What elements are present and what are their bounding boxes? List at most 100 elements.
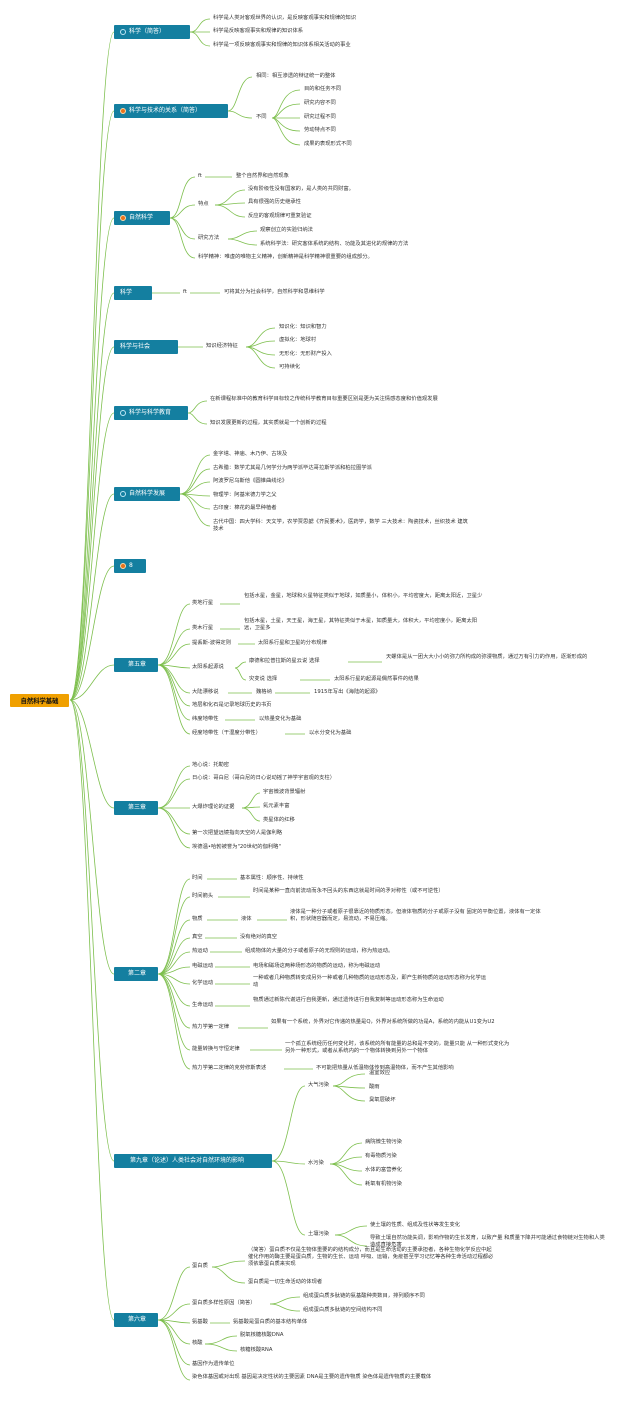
leaf: 水污染 xyxy=(308,1160,324,1166)
leaf: 氦元素丰富 xyxy=(263,803,290,809)
leaf: 大气污染 xyxy=(308,1082,330,1088)
leaf: 氨基酸是蛋白质的基本结构单体 xyxy=(233,1319,308,1325)
leaf: 魏格纳 xyxy=(256,689,272,695)
topic-8[interactable]: 8 xyxy=(114,559,146,573)
topic-chapter-2[interactable]: 第二章 xyxy=(114,967,158,981)
topic-chapter-3[interactable]: 第三章 xyxy=(114,801,158,815)
leaf: 蛋白质多样性原因（简答） xyxy=(192,1300,256,1306)
leaf: 化学运动 xyxy=(192,980,214,986)
leaf: 水体的富营养化 xyxy=(365,1167,403,1173)
leaf: 系统科学法：研究客体系统的结构、功能及其进化的规律的方法 xyxy=(260,241,409,247)
topic-sci-tech[interactable]: 科学与技术的关系（简答） xyxy=(114,104,228,118)
topic-title: 自然科学发展 xyxy=(129,490,166,497)
leaf: 导致土壤自然功能失调，影响作物的生长发育，以致产量 和质量下降并可能通过食物链对… xyxy=(370,1235,605,1248)
topic-science[interactable]: 科学（简答） xyxy=(114,25,190,39)
orange-dot-icon xyxy=(120,563,126,569)
leaf: 目的和任务不同 xyxy=(304,86,342,92)
leaf: 不同 xyxy=(256,114,267,120)
topic-science-society[interactable]: 科学与社会 xyxy=(114,340,178,354)
topic-title: 第二章 xyxy=(128,970,147,977)
leaf: 类星体的红移 xyxy=(263,817,295,823)
leaf: 特点 xyxy=(198,201,209,207)
orange-dot-icon xyxy=(120,108,126,114)
leaf: 没有阶级性没有国家的，是人类的共同财富。 xyxy=(248,186,354,192)
topic-science-education[interactable]: 科学与科学教育 xyxy=(114,406,188,420)
topic-title: 科学 xyxy=(120,289,133,296)
leaf: 耗氧有机物污染 xyxy=(365,1181,403,1187)
leaf: 古希腊：数学尤其是几何学分为两学派毕达哥拉斯学派和柏拉图学派 xyxy=(213,465,372,471)
root-node[interactable]: 自然科学基础 xyxy=(10,694,69,707)
leaf: 无形化：无形财产投入 xyxy=(279,351,332,357)
leaf: 土壤污染 xyxy=(308,1231,330,1237)
topic-science-classes[interactable]: 科学 xyxy=(114,286,152,300)
leaf: 提丢斯-波得定则 xyxy=(192,640,231,646)
leaf: 宇宙微波背景辐射 xyxy=(263,789,306,795)
topic-chapter-6[interactable]: 第六章 xyxy=(114,1313,158,1327)
leaf: ft xyxy=(183,289,187,295)
topic-title: 第三章 xyxy=(128,804,147,811)
leaf: 具有很强的历史继承性 xyxy=(248,199,301,205)
leaf: 有毒物质污染 xyxy=(365,1153,397,1159)
topic-chapter-9[interactable]: 第九章（论述）人类社会对自然环境的影响 xyxy=(114,1154,272,1168)
topic-natural-science[interactable]: 自然科学 xyxy=(114,211,170,225)
topic-title: 8 xyxy=(129,562,133,569)
leaf: 基本属性：顺序性、持续性 xyxy=(240,875,304,881)
leaf: 类木行星 xyxy=(192,625,214,631)
leaf: （简答）蛋白质不仅是生物体重要的的结构成分，而且是生命活动的主要承担者，各种生物… xyxy=(248,1247,494,1267)
leaf: 康德和拉普拉斯的星云说 选择 xyxy=(249,658,320,664)
leaf: 阿波罗尼乌斯他《圆锥曲线论》 xyxy=(213,478,288,484)
leaf: 脱氧核糖核酸DNA xyxy=(240,1332,284,1338)
topic-science-history[interactable]: 自然科学发展 xyxy=(114,487,180,501)
leaf: 灾变说 选择 xyxy=(249,676,278,682)
leaf: 液体是一种分子或者原子很靠近的物质形态，但液体物质的分子或原子没有 固定的平衡位… xyxy=(290,909,541,922)
leaf: 生命运动 xyxy=(192,1002,214,1008)
leaf: 一个孤立系统经历任何变化时，该系统的所有能量的总和是不变的，能量只能 从一种形式… xyxy=(285,1041,510,1054)
leaf: 太阳系行星的起源是偶然事件的结果 xyxy=(334,676,419,682)
leaf: 相同：相互渗透的辩证统一的整体 xyxy=(256,73,336,79)
topic-title: 科学与技术的关系（简答） xyxy=(129,107,202,114)
leaf: 液体 xyxy=(241,916,252,922)
leaf: 温室效应 xyxy=(369,1070,391,1076)
topic-title: 科学与社会 xyxy=(120,343,151,350)
leaf: 科学是反映客观事实和规律的知识体系 xyxy=(213,28,304,34)
leaf: 在新课程标准中的教育科学目标较之传统科学教育目标重要区别是更为关注情感态度和价值… xyxy=(210,396,438,402)
leaf: 观察创立的实验归纳法 xyxy=(260,227,313,233)
leaf: 热力学第二定律的克劳修斯表述 xyxy=(192,1065,267,1071)
leaf: 大爆炸理论的证据 xyxy=(192,804,235,810)
topic-title: 自然科学 xyxy=(129,214,154,221)
topic-chapter-5[interactable]: 第五章 xyxy=(114,658,158,672)
leaf: 热力学第一定律 xyxy=(192,1024,230,1030)
topic-title: 第六章 xyxy=(128,1316,147,1323)
leaf: 1915年写出《海陆的起源》 xyxy=(314,689,381,695)
leaf: 时间 xyxy=(192,875,203,881)
leaf: 时间是某种一直向前流动而永不回头的东西这就是时间的矛对称性（或不可逆性） xyxy=(253,888,444,894)
leaf: 反应的客观规律可重复验证 xyxy=(248,213,312,219)
leaf: 病院微生物污染 xyxy=(365,1139,403,1145)
leaf: 地层和化石是记录地球历史的书页 xyxy=(192,702,272,708)
leaf: 组成蛋白质多肽链的空间结构不同 xyxy=(303,1307,383,1313)
leaf: 整个自然界和自然现象 xyxy=(236,173,289,179)
leaf: 知识发展更新的过程，其实质就是一个创新的过程 xyxy=(210,420,327,426)
leaf: 古代中国：四大学科：天文学，农学贾思勰《齐民要术》，医药学，数学 三大技术：陶瓷… xyxy=(213,519,468,532)
leaf: 知识化：知识和智力 xyxy=(279,324,327,330)
leaf: 古印度：棉花的最早种植者 xyxy=(213,505,277,511)
ring-icon xyxy=(120,410,126,416)
leaf: 包括水星，金星，地球和火星特征类似于地球，如质量小，体积小，平均密度大，距离太阳… xyxy=(244,593,483,599)
leaf: 蛋白质 xyxy=(192,1263,208,1269)
leaf: 核酸 xyxy=(192,1340,203,1346)
leaf: 物理学：阿基米德力学之父 xyxy=(213,492,277,498)
leaf: 真空 xyxy=(192,934,203,940)
leaf: 核糖核酸RNA xyxy=(240,1347,273,1353)
leaf: 埃德温•哈勃被誉为"20世纪的伽利略" xyxy=(192,844,281,850)
leaf: 大陆漂移说 xyxy=(192,689,219,695)
leaf: 热运动 xyxy=(192,948,208,954)
leaf: 氨基酸 xyxy=(192,1319,208,1325)
leaf: 电场和磁场这两种场形态的物质的运动，称为电磁运动 xyxy=(253,963,381,969)
leaf: 类地行星 xyxy=(192,600,214,606)
leaf: ft xyxy=(198,173,202,179)
leaf: 能量转换与守恒定律 xyxy=(192,1046,240,1052)
topic-title: 第九章（论述）人类社会对自然环境的影响 xyxy=(130,1157,245,1164)
topic-title: 第五章 xyxy=(128,661,147,668)
